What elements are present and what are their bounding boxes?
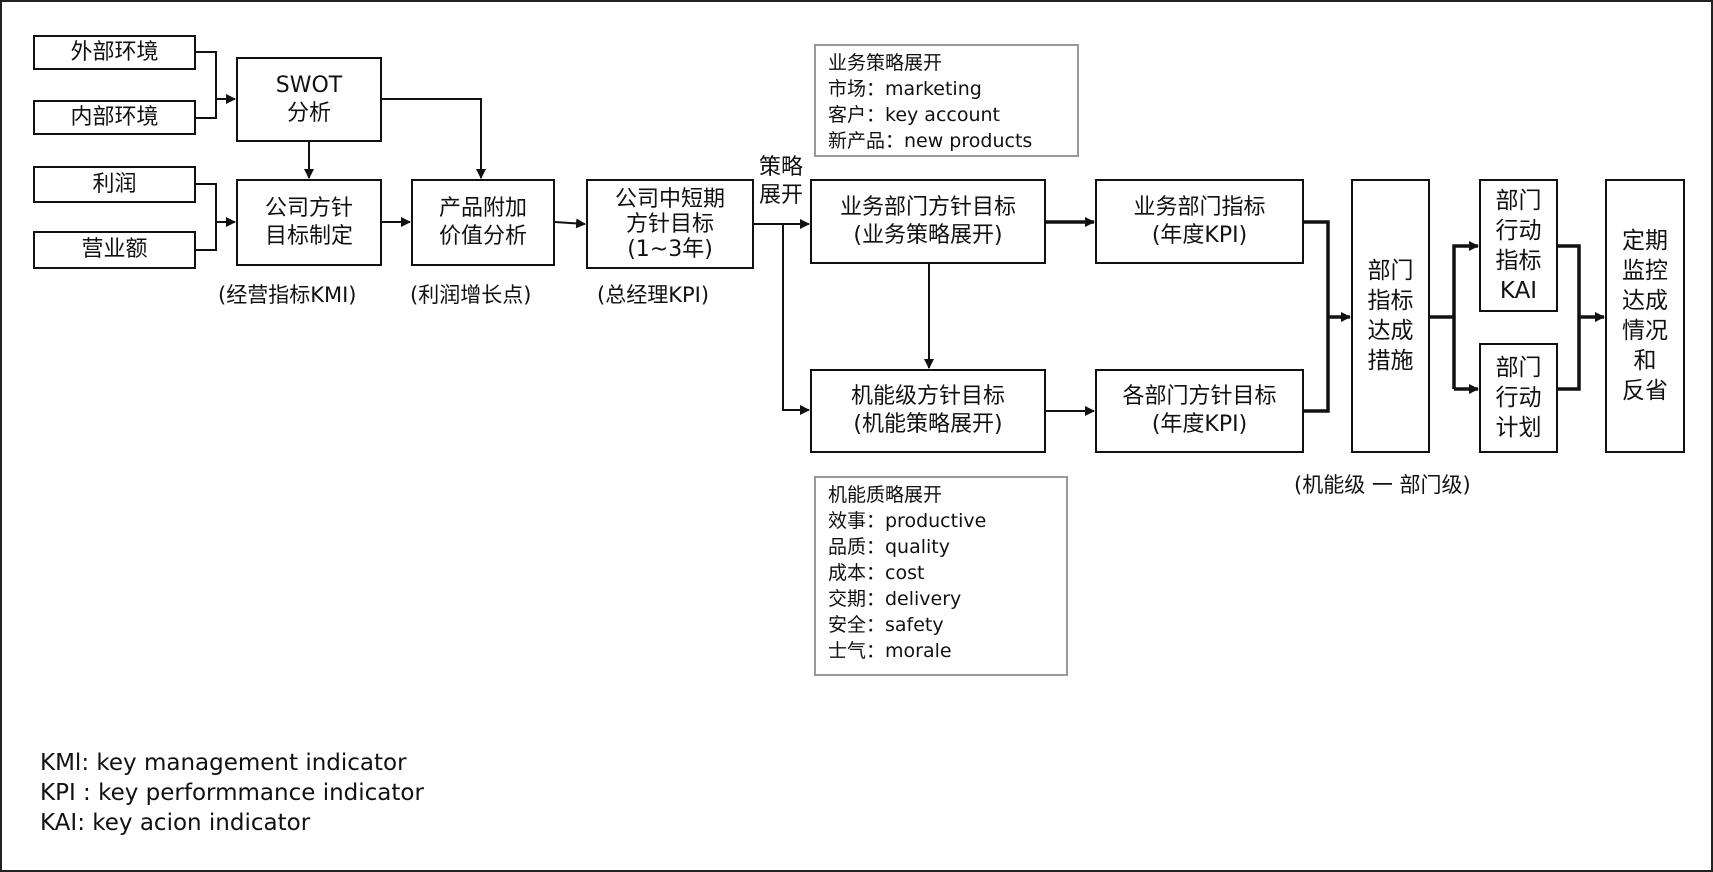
box-line: 机能级方针目标: [850, 384, 1005, 409]
company-policy-box: 公司方针目标制定: [236, 179, 382, 266]
box-line: 部门: [1495, 355, 1542, 381]
box-line: 公司方针: [264, 195, 353, 221]
label-line: 展开: [759, 183, 804, 208]
box-line: 达成: [1622, 288, 1668, 314]
box-line: 指标: [1495, 247, 1542, 274]
box-line: 行动: [1495, 385, 1542, 411]
note-line: 机能质略展开: [828, 484, 943, 506]
box-line: 部门: [1495, 187, 1542, 214]
box-line: 业务部门指标: [1133, 194, 1266, 220]
dept-kai-box: 部门行动指标 KAI: [1479, 179, 1558, 312]
box-line: 各部门方针目标: [1122, 384, 1277, 409]
note-line: 安全：safety: [828, 614, 944, 636]
box-line: 价值分析: [438, 223, 527, 249]
note-line: 业务策略展开: [828, 52, 943, 74]
mid-term-goal-box: 公司中短期方针目标(1~3年): [586, 179, 754, 269]
box-line: 目标制定: [264, 223, 353, 249]
box-line: 方针目标: [625, 211, 714, 237]
value-analysis-box: 产品附加价值分析: [411, 179, 555, 266]
box-line: 行动: [1495, 217, 1542, 244]
gm-kpi-caption: (总经理KPI): [597, 283, 710, 307]
profit-box: 利润: [33, 166, 196, 203]
box-line: (年度KPI): [1151, 412, 1248, 437]
note-line: 新产品：new products: [828, 130, 1033, 152]
box-line: 计划: [1495, 415, 1542, 441]
note-line: 效事：productive: [828, 510, 987, 532]
dept-goal-box: 各部门方针目标 (年度KPI): [1095, 369, 1304, 453]
note-line: 交期：delivery: [828, 588, 962, 610]
note-line: 客户：key account: [828, 104, 1000, 126]
function-strategy-note: 机能质略展开 效事：productive 品质：quality 成本：cost …: [814, 476, 1068, 676]
box-label: 利润: [92, 171, 137, 197]
box-line: 监控: [1622, 258, 1668, 284]
box-line: KAI: [1499, 277, 1538, 304]
box-line: 指标: [1367, 288, 1414, 314]
box-line: 部门: [1367, 258, 1414, 284]
monitor-review-box: 定期监控达成情况和反省: [1605, 179, 1685, 453]
box-label: 营业额: [81, 237, 148, 262]
level-caption: (机能级 一 部门级): [1294, 473, 1471, 497]
note-line: 成本：cost: [828, 562, 925, 584]
box-label: 外部环境: [70, 39, 159, 65]
dept-measures-box: 部门指标达成措施: [1351, 179, 1430, 453]
kmi-caption: (经营指标KMI): [218, 283, 357, 307]
box-line: SWOT: [275, 72, 343, 98]
box-line: 达成: [1367, 318, 1414, 344]
function-level-goal-box: 机能级方针目标 (机能策略展开): [810, 369, 1046, 453]
box-line: 产品附加: [438, 195, 527, 221]
business-strategy-note: 业务策略展开 市场：marketing 客户：key account 新产品：n…: [814, 44, 1079, 157]
box-line: (1~3年): [627, 236, 713, 262]
footnote-kmi: KMl: key management indicator: [40, 750, 407, 776]
footnote-kpi: KPI : key performmance indicator: [40, 780, 424, 806]
internal-environment-box: 内部环境: [33, 100, 196, 135]
box-line: 业务部门方针目标: [839, 194, 1016, 220]
business-dept-goal-box: 业务部门方针目标(业务策略展开): [810, 179, 1046, 264]
strategy-expand-label: 策略展开: [759, 154, 803, 210]
note-line: 品质：quality: [828, 536, 950, 558]
label-line: 策略: [759, 155, 804, 180]
box-line: (机能策略展开): [853, 412, 1003, 437]
dept-action-plan-box: 部门行动计划: [1479, 343, 1558, 453]
box-line: 情况: [1622, 318, 1668, 344]
note-line: 士气：morale: [828, 640, 952, 662]
revenue-box: 营业额: [33, 231, 196, 269]
external-environment-box: 外部环境: [33, 35, 196, 70]
box-label: 内部环境: [70, 104, 159, 130]
note-line: 市场：marketing: [828, 78, 982, 100]
box-line: (业务策略展开): [853, 222, 1003, 248]
profit-growth-caption: (利润增长点): [410, 283, 532, 307]
box-line: 分析: [286, 100, 331, 126]
box-line: 反省: [1622, 378, 1668, 404]
box-line: 和: [1633, 348, 1657, 374]
box-line: 定期: [1622, 228, 1668, 254]
footnote-kai: KAI: key acion indicator: [40, 810, 311, 836]
business-dept-kpi-box: 业务部门指标(年度KPI): [1095, 179, 1304, 264]
box-line: (年度KPI): [1151, 222, 1248, 248]
box-line: 措施: [1367, 348, 1414, 374]
box-line: 公司中短期: [614, 186, 725, 212]
